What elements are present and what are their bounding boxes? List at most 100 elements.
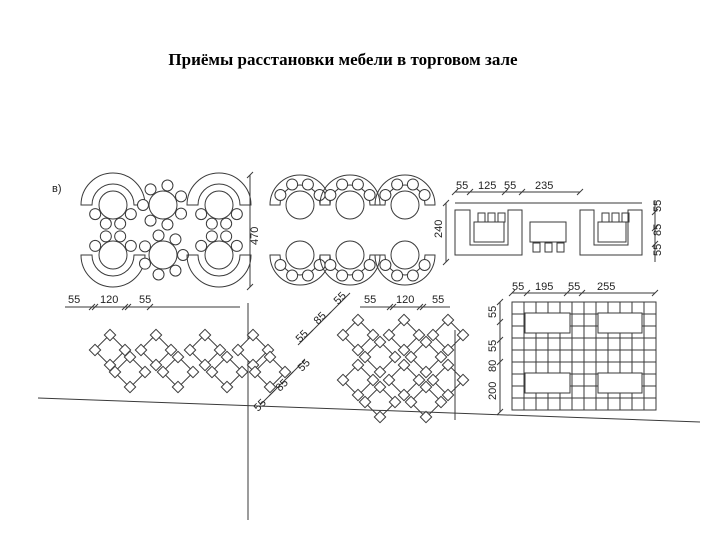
square-table: [139, 333, 173, 367]
chair: [263, 350, 277, 364]
square-table: [341, 318, 375, 352]
round-table: [204, 190, 234, 220]
rectangular-table: [524, 372, 571, 394]
chair: [621, 212, 630, 223]
floor-chair-cell: [547, 301, 561, 315]
chair: [161, 218, 174, 231]
chair: [138, 257, 151, 270]
chair: [144, 183, 157, 196]
chair: [382, 328, 396, 342]
floor-chair-cell: [631, 349, 645, 363]
chair: [183, 343, 197, 357]
square-table: [387, 318, 421, 352]
chair: [601, 212, 610, 223]
dimension-tick: [268, 389, 276, 397]
chair: [164, 343, 178, 357]
chair: [123, 380, 137, 394]
chair: [419, 410, 433, 424]
chair: [114, 217, 127, 230]
dimension-tick: [496, 318, 504, 326]
chair: [418, 258, 431, 271]
chair: [397, 313, 411, 327]
dimension-tick: [466, 188, 474, 196]
chair: [195, 239, 208, 252]
round-table: [148, 190, 178, 220]
chair: [263, 380, 277, 394]
dimension-label: 125: [478, 180, 496, 192]
chair: [351, 269, 364, 282]
dimension-label: 55: [512, 281, 524, 293]
chair: [248, 365, 262, 379]
dimension-line: [259, 359, 306, 406]
dimension-label: 235: [535, 180, 553, 192]
chair: [412, 373, 426, 387]
floor-chair-cell: [559, 301, 573, 315]
dimension-tick: [121, 303, 129, 311]
square-table: [253, 355, 287, 389]
floor-chair-cell: [583, 313, 597, 327]
floor-chair-cell: [583, 349, 597, 363]
floor-chair-cell: [583, 385, 597, 399]
chair: [404, 350, 418, 364]
dimension-label: 55: [568, 281, 580, 293]
chair: [388, 350, 402, 364]
dimension-tick: [324, 311, 332, 319]
floor-chair-cell: [643, 325, 657, 339]
chair: [230, 239, 243, 252]
round-table: [148, 240, 178, 270]
chair: [556, 242, 565, 253]
chair: [103, 328, 117, 342]
floor-chair-cell: [619, 349, 633, 363]
floor-chair-cell: [523, 397, 537, 411]
dimension-label: 55: [68, 294, 80, 306]
dimension-label: 55: [252, 397, 269, 414]
floor-chair-cell: [511, 361, 525, 375]
dimension-label: 55: [139, 294, 151, 306]
chair: [366, 373, 380, 387]
round-table: [285, 190, 315, 220]
round-table: [390, 240, 420, 270]
floor-chair-cell: [571, 325, 585, 339]
dimension-label: 255: [597, 281, 615, 293]
arc-bench: [80, 254, 146, 288]
chair: [391, 178, 404, 191]
diagonal-tables-layout-right: [297, 292, 470, 424]
floor-chair-cell: [607, 397, 621, 411]
floor-chair-cell: [583, 397, 597, 411]
chair: [351, 358, 365, 372]
dimension-tick: [563, 289, 571, 297]
floor-chair-cell: [619, 301, 633, 315]
floor-chair-cell: [607, 349, 621, 363]
chair: [358, 395, 372, 409]
dimension-label: 85: [652, 224, 664, 236]
dimension-tick: [501, 188, 509, 196]
chair: [156, 365, 170, 379]
dimension-tick: [523, 289, 531, 297]
dimension-label: 55: [432, 294, 444, 306]
chair: [441, 358, 455, 372]
chair: [456, 373, 470, 387]
chair: [235, 365, 249, 379]
floor-chair-cell: [643, 337, 657, 351]
floor-chair-cell: [619, 397, 633, 411]
chair: [373, 335, 387, 349]
dimension-tick: [88, 303, 96, 311]
diagonal-tables-layout-left: [88, 328, 306, 406]
chair: [205, 230, 218, 243]
dimension-label: 55: [364, 294, 376, 306]
dimension-tick: [124, 303, 132, 311]
chair: [336, 178, 349, 191]
floor-chair-cell: [571, 301, 585, 315]
square-table: [113, 355, 147, 389]
dimension-label: 55: [296, 357, 313, 374]
chair: [363, 189, 376, 202]
chair: [152, 229, 165, 242]
arc-bench: [186, 172, 252, 206]
chair: [456, 328, 470, 342]
square-table: [236, 333, 270, 367]
chair: [379, 189, 392, 202]
square-table: [431, 318, 465, 352]
rectangular-table: [597, 312, 643, 334]
dimension-label: 55: [487, 306, 499, 318]
booth-table: [473, 221, 505, 243]
